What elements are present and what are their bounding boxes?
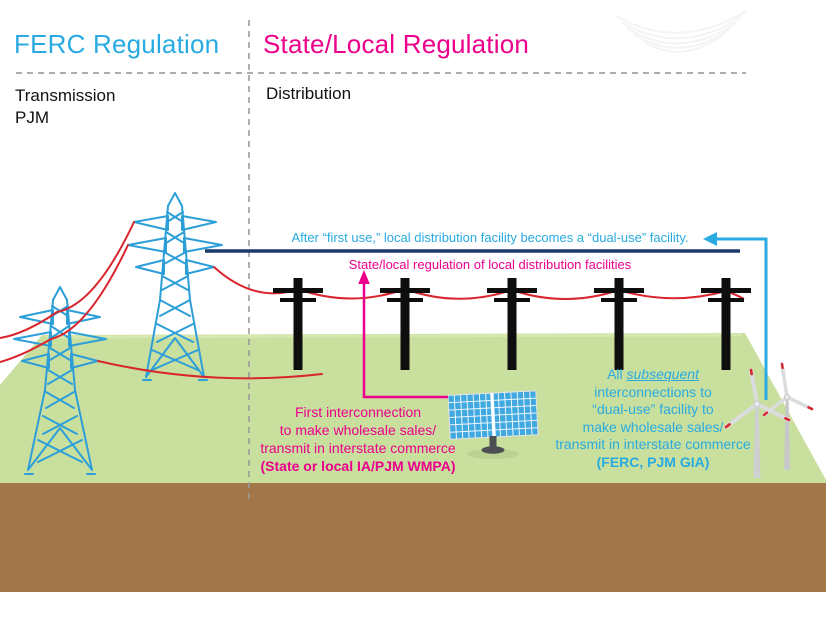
ferc-regulation-title: FERC Regulation xyxy=(14,29,220,59)
note-line: All subsequent xyxy=(607,366,699,382)
note-line-bold: (State or local IA/PJM WMPA) xyxy=(260,458,456,474)
state-local-regulation-title: State/Local Regulation xyxy=(263,29,530,59)
note-line: make wholesale sales/ xyxy=(582,418,724,435)
first-interconnection-arrow xyxy=(358,270,448,399)
distribution-pole-icon xyxy=(594,278,644,370)
solar-panel-icon xyxy=(447,390,539,459)
distribution-label: Distribution xyxy=(266,84,352,103)
first-interconnection-note: First interconnection to make wholesale … xyxy=(238,403,478,475)
pjm-label: PJM xyxy=(15,108,49,127)
note-line: First interconnection xyxy=(294,404,422,420)
subsequent-emphasis: subsequent xyxy=(626,366,699,382)
distribution-pole-icon xyxy=(273,278,323,370)
transmission-tower-icon xyxy=(127,192,223,381)
note-line: to make wholesale sales/ xyxy=(279,422,437,438)
state-local-note: State/local regulation of local distribu… xyxy=(348,257,632,272)
wind-turbine-icon xyxy=(724,368,791,478)
transmission-label: Transmission xyxy=(15,86,116,105)
distribution-poles xyxy=(273,278,751,370)
subsequent-interconnection-note: All subsequent interconnections to “dual… xyxy=(538,366,768,471)
distribution-pole-icon xyxy=(487,278,537,370)
swirl-watermark-icon xyxy=(615,10,747,53)
note-line: “dual-use” facility to xyxy=(592,401,714,417)
subsequent-interconnection-arrow xyxy=(703,232,768,400)
distribution-pole-icon xyxy=(380,278,430,370)
dual-use-note: After “first use,” local distribution fa… xyxy=(291,230,689,245)
note-line: transmit in interstate commerce xyxy=(260,440,456,456)
wind-turbine-icon xyxy=(762,362,814,470)
note-line-bold: (FERC, PJM GIA) xyxy=(596,453,710,470)
green-ground xyxy=(0,333,826,483)
dirt-layer xyxy=(0,483,826,592)
note-line: transmit in interstate commerce xyxy=(555,436,751,452)
distribution-pole-icon xyxy=(701,278,751,370)
ground-highlight xyxy=(45,333,743,339)
note-line: interconnections to xyxy=(594,383,712,400)
